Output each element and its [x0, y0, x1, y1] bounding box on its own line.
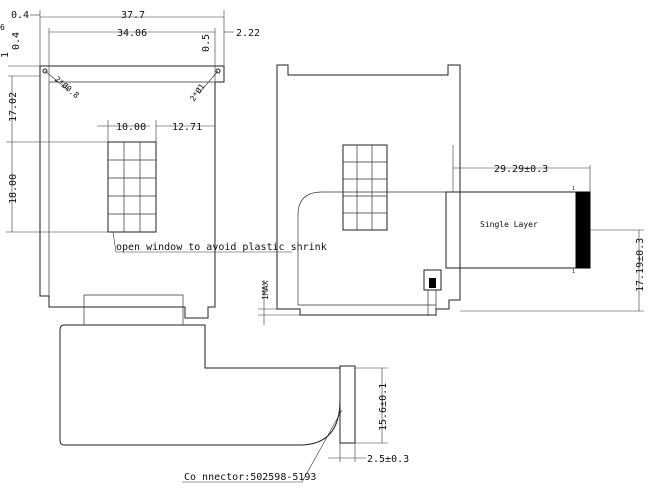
hole-left-marker	[42, 68, 48, 74]
dim-10-00: 10.00	[116, 122, 146, 133]
side-connector	[423, 269, 442, 291]
partial-char: 6	[0, 23, 5, 32]
dim-2-22: 2.22	[236, 28, 260, 39]
dim-1max: 1MAX	[261, 281, 270, 300]
dim-17-02: 17.02	[8, 92, 19, 122]
connector-body	[339, 365, 356, 444]
fpc-connector-view: 15.6±0.1 2.5±0.3 Co nnector:502598-5193	[59, 294, 409, 483]
hole-right-marker	[215, 68, 221, 74]
front-outline	[39, 65, 225, 319]
dim-0-5: 0.5	[201, 34, 212, 52]
dim-1-side: 1	[0, 52, 11, 58]
dim-17-19: 17.19±0.3	[635, 238, 646, 292]
fpc-outline	[59, 324, 341, 446]
dim-18-00: 18.00	[8, 174, 19, 204]
dim-15-6: 15.6±0.1	[378, 383, 389, 431]
fpc-tail	[445, 191, 577, 269]
front-view: 2*Ø0.8 2*Ø1 37.7 34.06 0.4 6 0.4 1 0.5 2…	[0, 10, 327, 319]
dim-2-5: 2.5±0.3	[367, 454, 409, 465]
side-view: Single Layer 1 1 29.29±0.3 17.19±0.3 1MA…	[258, 64, 646, 325]
dim-34-06: 34.06	[117, 28, 147, 39]
dim-12-71: 12.71	[172, 122, 202, 133]
window-grid	[107, 141, 157, 233]
pin-1-bottom: 1	[572, 269, 575, 275]
side-outline	[276, 64, 461, 316]
fpc-label: Single Layer	[480, 220, 538, 229]
hole-left-label: 2*Ø0.8	[53, 74, 82, 100]
hole-right-label: 2*Ø1	[187, 81, 206, 103]
dim-0-4-top: 0.4	[11, 10, 29, 21]
dim-29-29: 29.29±0.3	[494, 164, 548, 175]
fpc-stiffener	[575, 191, 591, 269]
dim-0-4-side: 0.4	[11, 32, 22, 50]
pin-1-top: 1	[572, 186, 575, 192]
connector-label: Co nnector:502598-5193	[184, 472, 316, 483]
dim-37-7: 37.7	[121, 10, 145, 21]
note-window: open window to avoid plastic shrink	[116, 242, 327, 253]
